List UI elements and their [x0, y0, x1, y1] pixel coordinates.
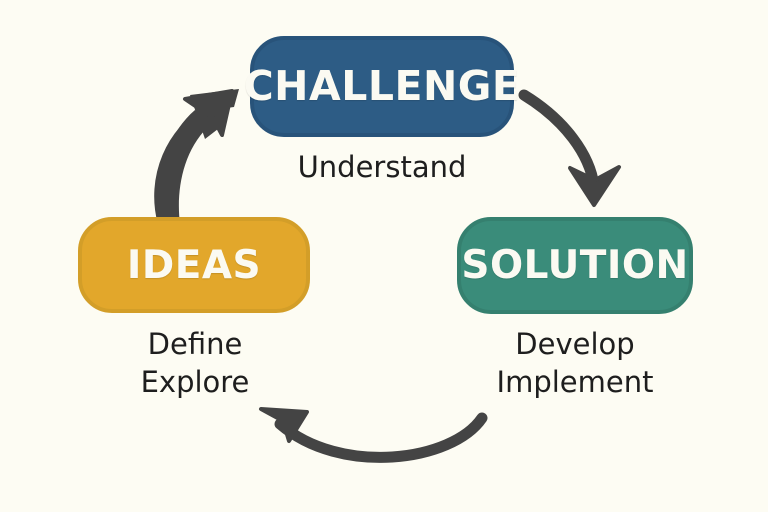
arrowhead-up-right — [183, 89, 234, 137]
arrow-ideas-to-challenge-curve — [154, 98, 224, 228]
arrow-challenge-to-solution-curve — [518, 89, 600, 192]
arrow-ideas-to-challenge — [158, 110, 211, 225]
arrowhead-left — [259, 407, 309, 443]
arrowhead-down — [568, 165, 621, 207]
arrow-solution-to-ideas-curve — [274, 412, 488, 463]
node-ideas-label: IDEAS — [126, 242, 262, 288]
node-challenge-label: CHALLENGE — [243, 62, 521, 110]
caption-ideas: Define Explore — [140, 327, 250, 400]
caption-challenge: Understand — [297, 150, 467, 184]
node-challenge[interactable]: CHALLENGE — [244, 36, 520, 137]
node-solution[interactable]: SOLUTION — [457, 217, 693, 314]
node-solution-label: SOLUTION — [461, 243, 689, 288]
node-ideas[interactable]: IDEAS — [78, 217, 310, 313]
caption-solution: Develop Implement — [496, 327, 654, 400]
